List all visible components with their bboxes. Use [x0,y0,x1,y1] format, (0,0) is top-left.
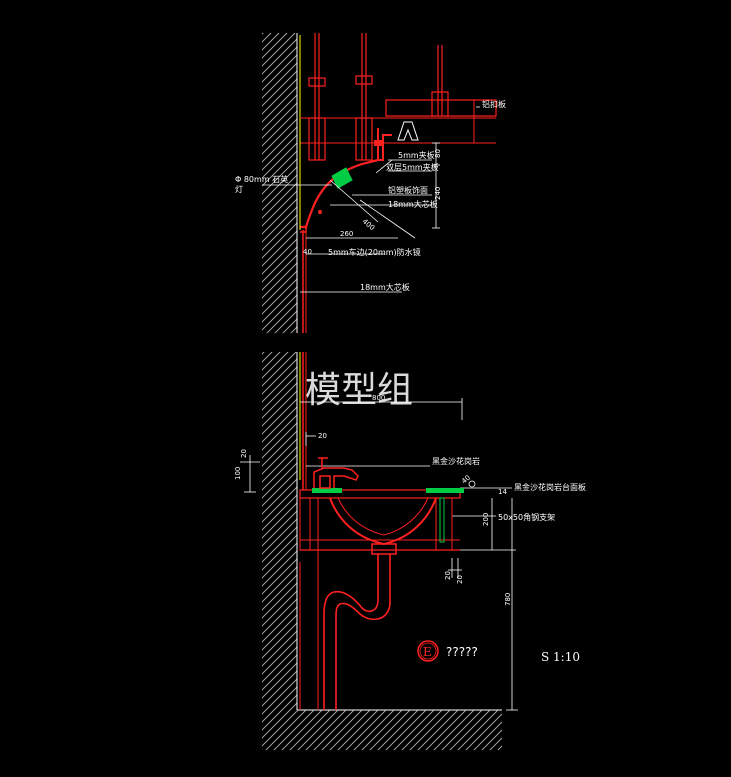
label-double-plywood: 双层5mm夹板 [386,162,439,172]
label-mirror: 5mm车边(20mm)防水镜 [328,247,421,257]
vanity [299,489,461,710]
drain-pipe [323,554,391,710]
dim-800: 800 [372,394,385,402]
ceiling-clip [397,121,419,141]
dim-20-b: 20 [240,449,248,458]
label-aluminum-plastic: 铝塑板饰面 [388,185,428,195]
dim-200: 200 [482,513,490,526]
scale-label: S 1:10 [541,650,580,664]
label-lamp-line2: 灯 [235,184,243,194]
dim-40-bottom: 40 [460,474,472,486]
lamp-box-curve [300,158,379,229]
dim-100: 100 [234,467,242,480]
section-mark: E [417,640,439,662]
dim-260: 260 [340,230,353,238]
label-lamp-line1: Φ 80mm 石英 [235,174,288,184]
faucet-icon [313,457,359,489]
wall-hatch-upper [262,33,297,333]
dim-400: 400 [361,217,376,232]
ceiling-hangers [308,33,449,161]
dim-20-d: 20 [456,575,464,584]
wall-hatch-lower [262,352,297,750]
granite-top-right [426,488,464,493]
label-steel-bracket: 50x50角钢支架 [498,512,555,522]
dim-80: 80 [434,149,442,158]
dim-40-top: 40 [303,248,312,256]
section-caption: ????? [446,645,478,659]
label-blockboard-top: 18mm大芯板 [388,199,438,209]
label-granite-counter: 黑金沙花岗岩台面板 [514,482,586,492]
label-granite-top: 黑金沙花岗岩 [432,456,480,466]
granite-top-left [312,488,342,493]
label-plywood-5mm: 5mm夹板 [398,150,435,160]
dim-14: 14 [498,488,507,496]
ceiling-panel [385,99,497,117]
section-mark-letter: E [423,645,432,659]
dim-780: 780 [504,593,512,606]
quartz-lamp-icon [331,167,353,189]
floor-hatch [297,710,502,750]
basin-bowl [329,497,437,546]
label-aluminum-panel: 铝扣板 [482,99,506,109]
dim-240: 240 [434,187,442,200]
dim-20-c: 20 [444,571,452,580]
dim-20-a: 20 [318,432,327,440]
label-blockboard-bottom: 18mm大芯板 [360,282,410,292]
watermark: 模型组 [305,370,413,411]
